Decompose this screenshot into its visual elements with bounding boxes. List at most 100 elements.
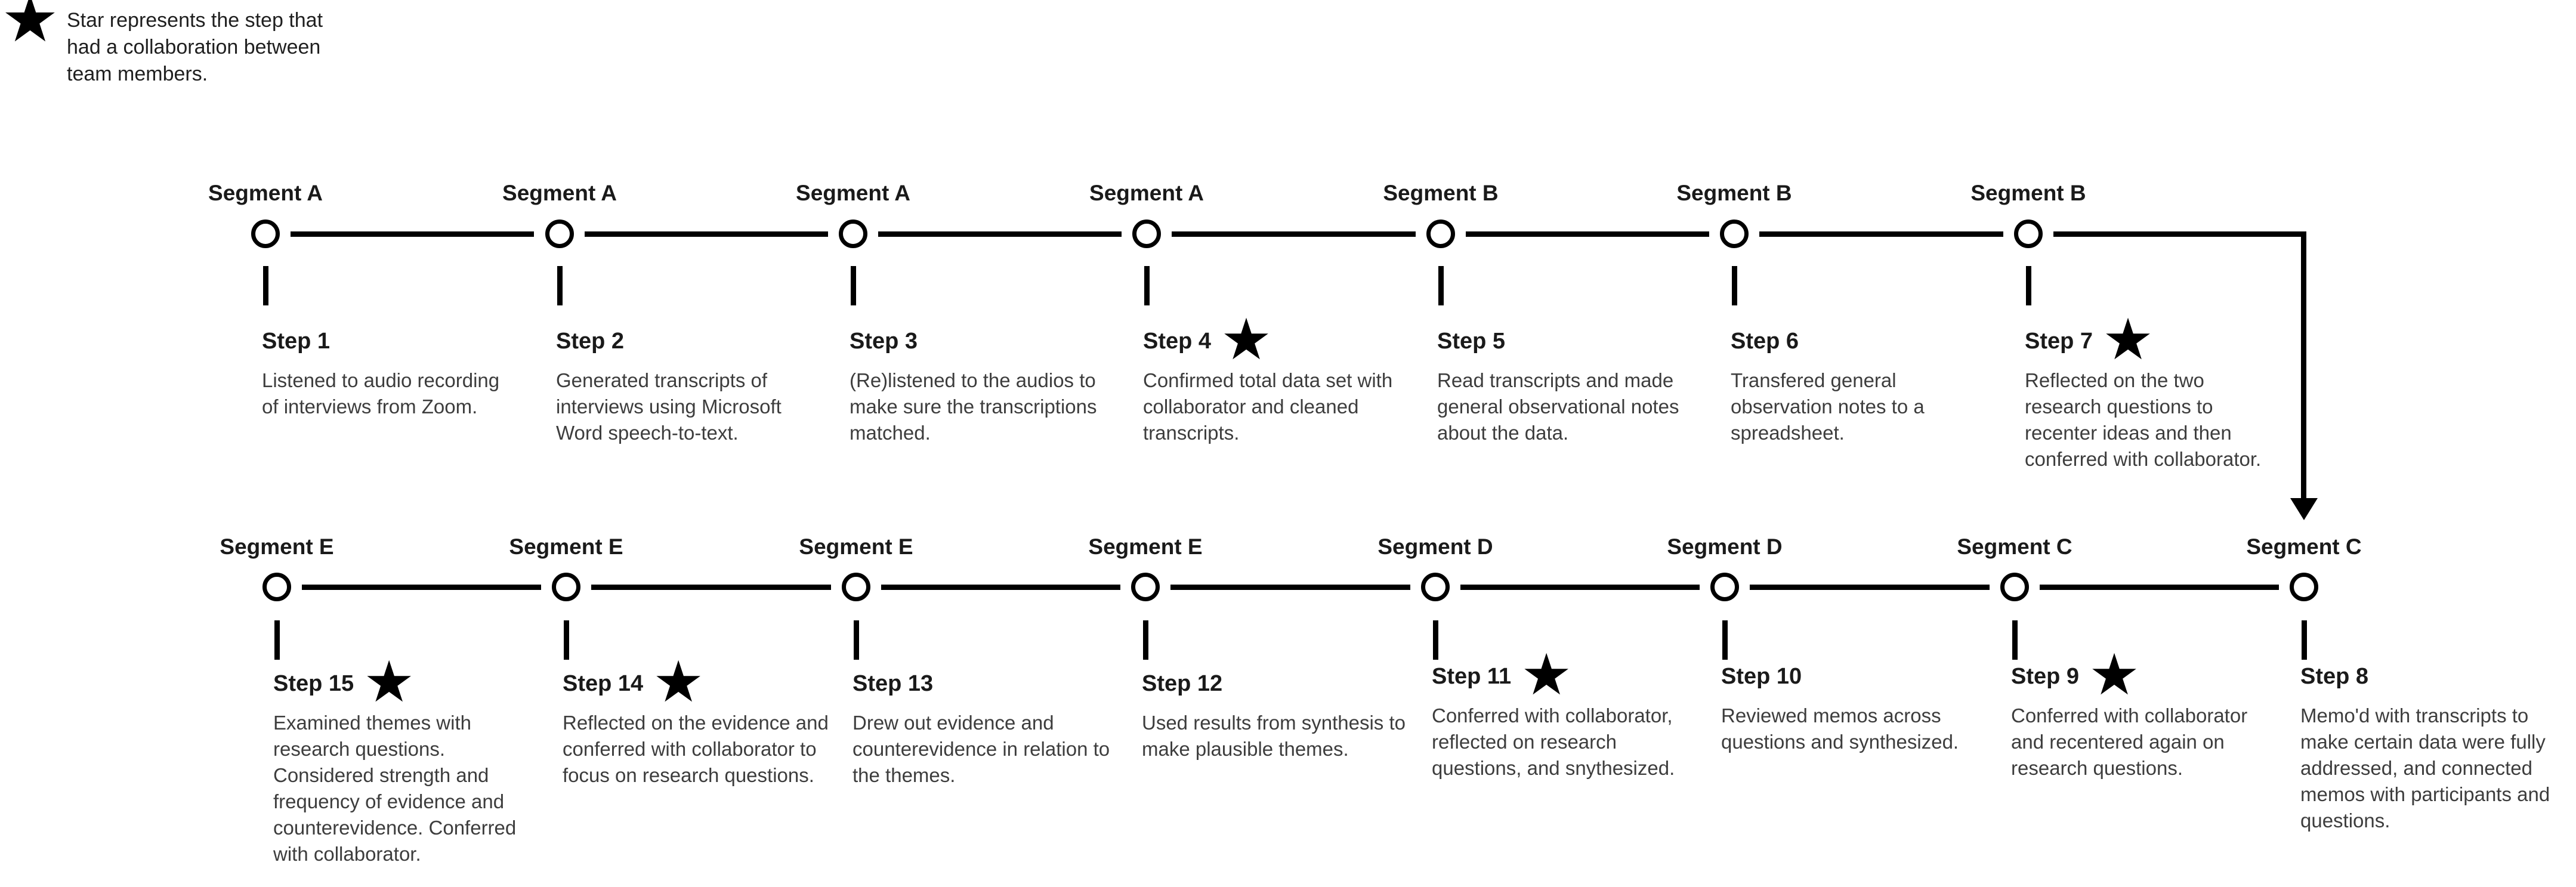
timeline-node xyxy=(839,220,867,248)
node-tick xyxy=(564,620,569,660)
segment-label: Segment A xyxy=(796,181,910,205)
segment-label: Segment C xyxy=(2246,534,2362,559)
step-block: Step 11 ★ Conferred with collaborator, r… xyxy=(1432,647,1730,781)
node-tick xyxy=(263,266,268,305)
step-title: Step 6 xyxy=(1731,329,1799,354)
step-description: Reviewed memos across questions and synt… xyxy=(1721,704,1959,753)
connector-line xyxy=(1172,231,1416,237)
connector-line xyxy=(1170,585,1410,590)
step-block: Step 5 Read transcripts and made general… xyxy=(1437,327,1735,446)
timeline-node xyxy=(545,220,574,248)
connector-line xyxy=(1460,585,1700,590)
star-icon: ★ xyxy=(363,650,415,714)
star-icon: ★ xyxy=(1221,308,1272,372)
step-description: Confirmed total data set with collaborat… xyxy=(1143,369,1393,444)
node-tick xyxy=(1732,266,1737,305)
node-tick xyxy=(2012,620,2018,660)
connector-line xyxy=(291,231,534,237)
step-block: Step 10 Reviewed memos across questions … xyxy=(1721,662,2019,755)
step-title: Step 13 xyxy=(853,671,934,696)
step-title: Step 1 xyxy=(262,329,331,354)
node-tick xyxy=(1143,620,1148,660)
timeline-node xyxy=(1426,220,1455,248)
node-tick xyxy=(274,620,280,660)
timeline-node xyxy=(1720,220,1749,248)
step-description: Generated transcripts of interviews usin… xyxy=(556,369,782,444)
connector-line xyxy=(585,231,828,237)
connector-line xyxy=(302,585,541,590)
node-tick xyxy=(854,620,859,660)
step-description: Listened to audio recording of interview… xyxy=(262,369,500,418)
step-description: Drew out evidence and counterevidence in… xyxy=(853,712,1110,786)
segment-label: Segment C xyxy=(1957,534,2072,559)
node-tick xyxy=(2302,620,2307,660)
step-block: Step 8 Memo'd with transcripts to make c… xyxy=(2300,662,2576,834)
connector-line xyxy=(878,231,1122,237)
segment-label: Segment D xyxy=(1667,534,1783,559)
timeline-node xyxy=(2014,220,2043,248)
step-title: Step 8 xyxy=(2300,664,2369,689)
step-description: Examined themes with research questions.… xyxy=(273,712,517,865)
segment-label: Segment E xyxy=(220,534,334,559)
segment-label: Segment B xyxy=(1970,181,2086,205)
segment-label: Segment E xyxy=(799,534,913,559)
step-description: Used results from synthesis to make plau… xyxy=(1142,712,1406,760)
step-block: Step 1 Listened to audio recording of in… xyxy=(262,327,560,420)
connector-line xyxy=(1466,231,1709,237)
node-tick xyxy=(1722,620,1728,660)
step-block: Step 2 Generated transcripts of intervie… xyxy=(556,327,854,446)
step-title: Step 12 xyxy=(1142,671,1223,696)
timeline-node xyxy=(251,220,280,248)
step-title: Step 4 xyxy=(1143,329,1212,354)
step-description: (Re)listened to the audios to make sure … xyxy=(850,369,1097,444)
connector-line xyxy=(591,585,831,590)
node-tick xyxy=(851,266,856,305)
step-block: Step 15 ★ Examined themes with research … xyxy=(273,654,572,867)
node-tick xyxy=(1433,620,1438,660)
timeline-node xyxy=(262,573,291,601)
segment-label: Segment D xyxy=(1377,534,1493,559)
step-block: Step 9 ★ Conferred with collaborator and… xyxy=(2011,647,2309,781)
step-title: Step 7 xyxy=(2025,329,2093,354)
timeline-node xyxy=(1132,220,1161,248)
timeline-node xyxy=(842,573,870,601)
flow-arrow-horizontal xyxy=(2053,231,2306,237)
node-tick xyxy=(1144,266,1150,305)
step-title: Step 15 xyxy=(273,671,354,696)
timeline-node xyxy=(552,573,580,601)
star-icon: ★ xyxy=(653,650,705,714)
segment-label: Segment B xyxy=(1676,181,1792,205)
step-title: Step 11 xyxy=(1432,664,1512,689)
timeline-node xyxy=(1710,573,1739,601)
step-description: Memo'd with transcripts to make certain … xyxy=(2300,704,2550,832)
flow-arrow-vertical xyxy=(2301,231,2306,498)
step-block: Step 6 Transfered general observation no… xyxy=(1731,327,2029,446)
step-block: Step 4 ★ Confirmed total data set with c… xyxy=(1143,311,1441,446)
connector-line xyxy=(1759,231,2003,237)
timeline-node xyxy=(2290,573,2318,601)
step-block: Step 7 ★ Reflected on the two research q… xyxy=(2025,311,2323,472)
step-title: Step 3 xyxy=(850,329,918,354)
step-description: Read transcripts and made general observ… xyxy=(1437,369,1679,444)
arrowhead-icon xyxy=(2290,498,2318,520)
segment-label: Segment E xyxy=(509,534,623,559)
connector-line xyxy=(2040,585,2279,590)
step-title: Step 5 xyxy=(1437,329,1506,354)
timeline-node xyxy=(1131,573,1160,601)
step-block: Step 14 ★ Reflected on the evidence and … xyxy=(563,654,861,789)
step-description: Conferred with collaborator, reflected o… xyxy=(1432,704,1675,779)
legend-text: Star represents the step that had a coll… xyxy=(67,9,323,85)
step-title: Step 9 xyxy=(2011,664,2080,689)
segment-label: Segment A xyxy=(1089,181,1204,205)
segment-label: Segment A xyxy=(208,181,323,205)
step-description: Conferred with collaborator and recenter… xyxy=(2011,704,2248,779)
step-block: Step 3 (Re)listened to the audios to mak… xyxy=(850,327,1148,446)
node-tick xyxy=(2026,266,2031,305)
step-title: Step 10 xyxy=(1721,664,1802,689)
timeline-node xyxy=(1421,573,1450,601)
connector-line xyxy=(881,585,1120,590)
step-title: Step 2 xyxy=(556,329,625,354)
star-icon: ★ xyxy=(2102,308,2154,372)
node-tick xyxy=(557,266,563,305)
